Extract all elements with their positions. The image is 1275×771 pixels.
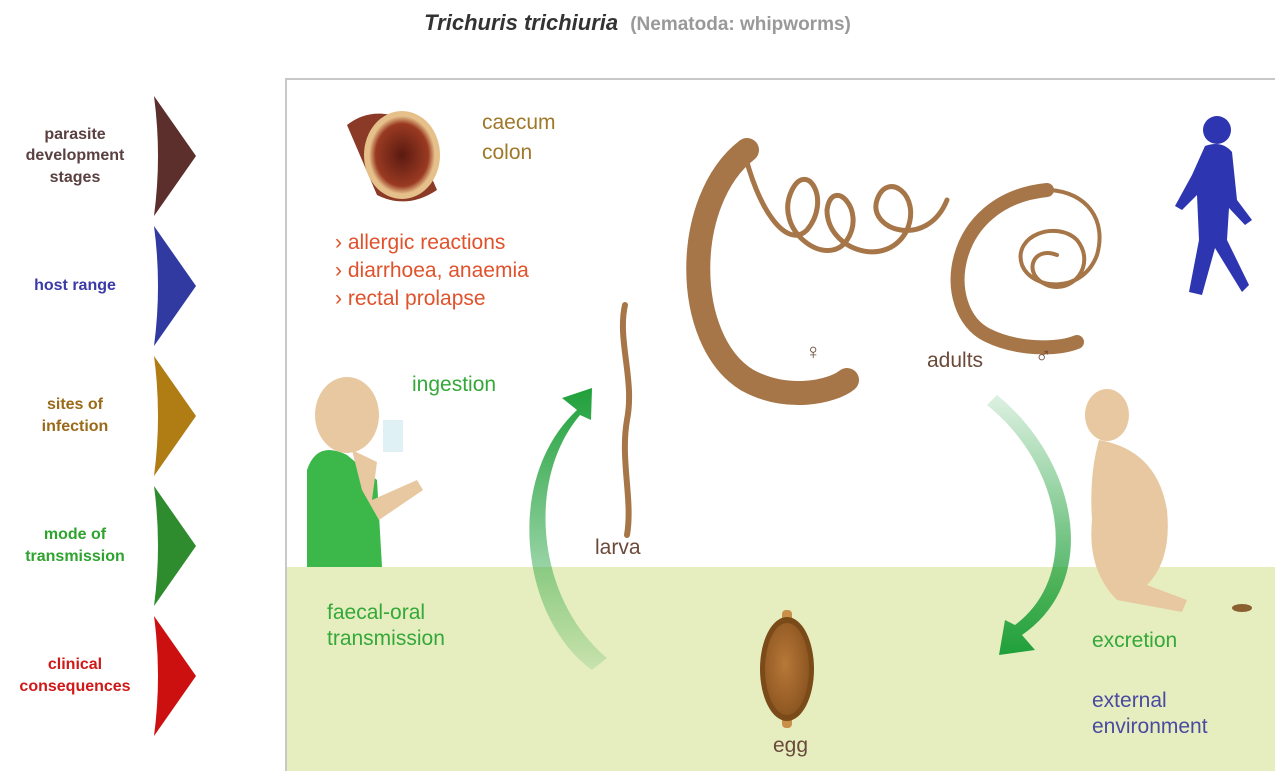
- site-label-colon: colon: [482, 140, 532, 166]
- consequence-item: › diarrhoea, anaemia: [335, 258, 529, 284]
- life-cycle-illustration: [287, 80, 1275, 771]
- excretion-cycle-arrow-icon: [987, 395, 1071, 655]
- title-subtitle: (Nematoda: whipworms): [630, 14, 851, 35]
- adults-label: adults: [927, 348, 983, 374]
- chevron-arrow-icon: [150, 356, 200, 476]
- human-host-icon: [1175, 116, 1252, 295]
- title-scientific-name: Trichuris trichiuria: [424, 10, 618, 35]
- chevron-arrow-icon: [150, 226, 200, 346]
- larva-label: larva: [595, 535, 641, 561]
- male-adult-worm-icon: [958, 190, 1100, 347]
- site-label-caecum: caecum: [482, 110, 556, 136]
- legend-label: host range: [0, 226, 150, 346]
- chevron-arrow-icon: [150, 486, 200, 606]
- legend-item-development-stages: parasite development stages: [0, 96, 200, 216]
- legend-item-clinical-consequences: clinical consequences: [0, 616, 200, 736]
- person-drinking-icon: [307, 377, 423, 567]
- chevron-arrow-icon: [150, 616, 200, 736]
- transmission-label: faecal-oral transmission: [327, 600, 445, 653]
- egg-icon: [760, 610, 814, 728]
- external-environment-label: external environment: [1092, 688, 1208, 741]
- egg-label: egg: [773, 733, 808, 759]
- legend-label: sites of infection: [0, 356, 150, 476]
- person-squatting-icon: [1085, 389, 1252, 612]
- female-adult-worm-icon: [698, 146, 947, 393]
- legend-item-host-range: host range: [0, 226, 200, 346]
- legend-label: parasite development stages: [0, 96, 150, 216]
- ingestion-label: ingestion: [412, 372, 496, 398]
- life-cycle-panel: caecum colon › allergic reactions › diar…: [285, 78, 1275, 771]
- chevron-arrow-icon: [150, 96, 200, 216]
- intestine-tube-icon: [347, 111, 440, 201]
- legend-item-mode-of-transmission: mode of transmission: [0, 486, 200, 606]
- consequence-item: › allergic reactions: [335, 230, 505, 256]
- excretion-label: excretion: [1092, 628, 1177, 654]
- consequence-item: › rectal prolapse: [335, 286, 486, 312]
- ingestion-cycle-arrow-icon: [529, 388, 607, 670]
- female-symbol-icon: ♀: [805, 338, 822, 366]
- legend-item-sites-of-infection: sites of infection: [0, 356, 200, 476]
- legend-label: clinical consequences: [0, 616, 150, 736]
- bullet-icon: ›: [335, 287, 342, 310]
- larva-icon: [623, 305, 629, 535]
- male-symbol-icon: ♂: [1035, 342, 1052, 370]
- bullet-icon: ›: [335, 259, 342, 282]
- bullet-icon: ›: [335, 231, 342, 254]
- diagram-title: Trichuris trichiuria (Nematoda: whipworm…: [0, 10, 1275, 36]
- legend-label: mode of transmission: [0, 486, 150, 606]
